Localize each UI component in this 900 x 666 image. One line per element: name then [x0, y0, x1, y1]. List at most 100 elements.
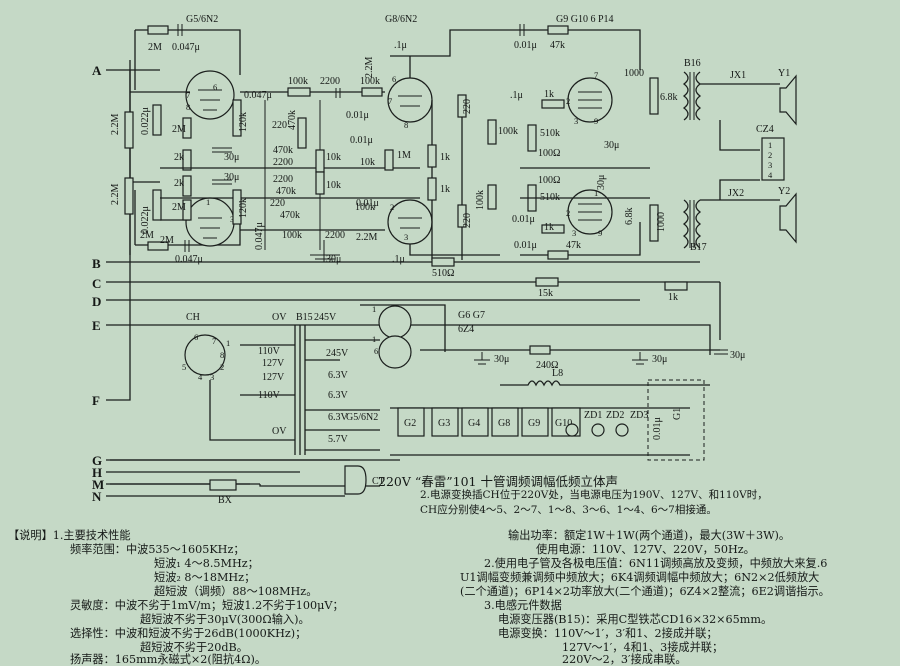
transformer-b17: B17 [690, 242, 707, 253]
svg-text:2: 2 [220, 362, 224, 372]
jack-jx2: JX2 [728, 188, 744, 199]
label-ov-bottom: OV [272, 426, 287, 437]
pot-volume-1m: 1M [397, 150, 411, 161]
r-plate-bottom: 120k [238, 198, 249, 218]
r-tone-bottom: 100k [282, 230, 302, 241]
svg-text:1: 1 [594, 188, 598, 198]
svg-text:2: 2 [566, 96, 570, 106]
svg-text:8: 8 [220, 350, 224, 360]
terminal-f: F [92, 393, 100, 408]
c-g8-top: .1μ [394, 40, 407, 51]
label-ct: CT [372, 476, 385, 487]
rectifier-g7 [378, 335, 412, 369]
note-left-1: 频率范围：中波535～1605KHz； [70, 543, 245, 556]
r-g10-screen: 6.8k [624, 208, 635, 226]
c-feedback-top: 0.047μ [172, 42, 200, 53]
g5-tube-top [185, 70, 235, 120]
svg-text:1: 1 [372, 304, 376, 314]
r-15k: 15k [538, 288, 553, 299]
c-220-top: 220 [272, 120, 287, 131]
power-note-line-1: 2.电源变换插CH位于220V处，当电源电压为190V、127V、和110V时， [420, 489, 768, 501]
pot-470k-top: 470k [287, 110, 298, 130]
voltage-selector-ch[interactable] [184, 334, 226, 376]
svg-text:3: 3 [768, 160, 772, 170]
svg-text:2: 2 [566, 208, 570, 218]
r-2k-top: 2k [174, 152, 184, 163]
c-g9-coupling: .1μ [510, 90, 523, 101]
c-nfb-bottom: 0.01μ [514, 240, 537, 251]
c-30-rect: 30μ [494, 354, 509, 365]
r-tone-bottom-2: 100k [355, 202, 375, 213]
r-plate-top: 120k [238, 112, 249, 132]
c-g8-220-top: 220 [462, 99, 473, 114]
note-right-6: 电源变压器(B15)：采用C型铁芯CD16×32×65mm。 [498, 613, 773, 626]
label-6-3v-3: 6.3V [328, 412, 349, 423]
label-6-3v-2: 6.3V [328, 390, 349, 401]
c-balance-bottom: 0.01μ [356, 198, 379, 209]
switch-ch-label: CH [186, 312, 200, 323]
svg-text:6: 6 [194, 332, 198, 342]
svg-text:3: 3 [572, 228, 576, 238]
note-left-6: 超短波不劣于30μV(300Ω输入)。 [140, 613, 310, 626]
label-5-7v: 5.7V [328, 434, 349, 445]
speaker-icon-bottom [779, 192, 797, 244]
inductor-l8: L8 [552, 368, 563, 379]
label-6z4: 6Z4 [458, 324, 474, 335]
indicator-lamp-3 [615, 423, 629, 437]
svg-text:9: 9 [594, 116, 598, 126]
r-feedback-top: 2M [148, 42, 162, 53]
terminal-h: H [92, 465, 102, 480]
c-coupling-bottom: 0.022μ [140, 206, 151, 234]
r-input-bottom: 2.2M [110, 184, 121, 206]
heater-strip: G2 G3 G4 G8 G9 G10 ZD1 ZD2 ZD3 0.01μ G1 [390, 379, 705, 461]
fuse-bx [209, 479, 237, 491]
c-balance-mid: 0.01μ [350, 135, 373, 146]
svg-text:1: 1 [372, 334, 376, 344]
r-tone-top-1: 100k [288, 76, 308, 87]
svg-text:3: 3 [574, 116, 578, 126]
note-left-4: 超短波（调频）88～108MHz。 [154, 585, 318, 598]
svg-text:6: 6 [213, 82, 217, 92]
terminal-a: A [92, 63, 102, 78]
svg-text:2: 2 [768, 150, 772, 160]
c-g10-coupling: 0.01μ [512, 214, 535, 225]
r-feedback-bottom: 2M [140, 230, 154, 241]
strip-g3: G3 [438, 418, 450, 429]
label-110v-1: 110V [258, 346, 281, 357]
note-left-8: 超短波不劣于20dB。 [140, 641, 248, 654]
diagram-title: 220V “春雷”101 十管调频调幅低频立体声 [378, 471, 618, 490]
g8-tube-top [387, 77, 433, 123]
indicator-lamp-1 [565, 423, 579, 437]
strip-zd1: ZD1 [584, 410, 602, 421]
c-220-bottom: 220 [270, 198, 285, 209]
terminal-g: G [92, 453, 102, 468]
r-g8-1k-bottom: 1k [440, 184, 450, 195]
svg-text:2: 2 [390, 202, 394, 212]
r-240-ohm: 240Ω [536, 360, 558, 371]
c-g8-220-bottom: 220 [462, 213, 473, 228]
r-nfb-top: 47k [550, 40, 565, 51]
rectifier-g6 [378, 305, 412, 339]
r-grid-bottom: 2M [160, 235, 174, 246]
c-g1: 0.01μ [652, 417, 663, 440]
svg-text:9: 9 [598, 228, 602, 238]
socket-cz4-body [761, 137, 785, 181]
note-right-3: U1调幅变频兼调频中频放大；6K4调频调幅中频放大；6N2×2低频放大 [460, 571, 820, 584]
c-bypass-bottom: 30μ [224, 172, 239, 183]
svg-text:1: 1 [226, 338, 230, 348]
label-g6-g7: G6 G7 [458, 310, 485, 321]
speaker-y2: Y2 [778, 186, 790, 197]
speaker-icon-top [779, 74, 797, 126]
label-127v-2: 127V [262, 372, 285, 383]
label-127v-1: 127V [262, 358, 285, 369]
terminal-n: N [92, 489, 102, 504]
r-2k-bottom: 2k [174, 178, 184, 189]
r-input-top: 2.2M [110, 114, 121, 136]
tube-label-g8: G8/6N2 [385, 14, 417, 25]
speaker-y1: Y1 [778, 68, 790, 79]
c-g10-plate: 1000 [656, 212, 667, 232]
g8-tube-bottom [387, 199, 433, 245]
terminal-b: B [92, 256, 101, 271]
svg-text:7: 7 [212, 336, 216, 346]
c-30-tone: 30μ [326, 254, 341, 265]
